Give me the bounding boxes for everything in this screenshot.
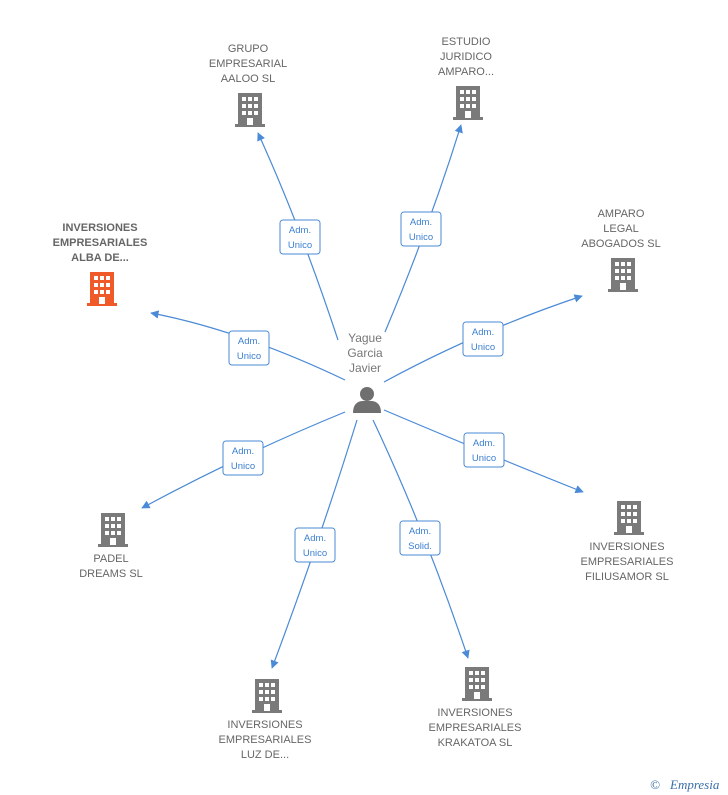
- edge-label-box: [222, 440, 264, 476]
- edge-label-grupo-empresarial-aaloo[interactable]: Adm. Unico: [279, 219, 321, 255]
- building-icon: [87, 272, 117, 306]
- center-name-line-1: Yague: [348, 331, 382, 345]
- edge-label-inversiones-empresariales-krakatoa[interactable]: Adm. Solid.: [399, 520, 441, 556]
- edge-label-text: Unico: [231, 461, 255, 472]
- brand-logo: Empresia: [669, 777, 720, 792]
- edge-label-box: [279, 219, 321, 255]
- company-name-line: DREAMS SL: [79, 568, 143, 580]
- edge-label-text: Adm.: [289, 225, 311, 236]
- edge-label-text: Adm.: [472, 327, 494, 338]
- company-node-inversiones-empresariales-krakatoa[interactable]: INVERSIONES EMPRESARIALES KRAKATOA SL: [429, 667, 522, 749]
- company-name-line: EMPRESARIALES: [53, 237, 148, 249]
- edge-label-text: Unico: [303, 548, 327, 559]
- edge-label-box: [463, 432, 505, 468]
- company-node-grupo-empresarial-aaloo[interactable]: GRUPO EMPRESARIAL AALOO SL: [209, 43, 287, 127]
- edge-label-inversiones-empresariales-alba[interactable]: Adm. Unico: [228, 330, 270, 366]
- company-name-line: EMPRESARIALES: [429, 722, 522, 734]
- building-icon: [98, 513, 128, 547]
- person-icon: [353, 387, 381, 413]
- copyright-symbol: ©: [650, 777, 660, 792]
- company-name-line: INVERSIONES: [227, 719, 302, 731]
- building-icon: [453, 86, 483, 120]
- edge-label-text: Adm.: [232, 446, 254, 457]
- edge-label-text: Unico: [409, 232, 433, 243]
- edge-label-text: Adm.: [410, 217, 432, 228]
- company-name-line: EMPRESARIALES: [219, 734, 312, 746]
- company-node-inversiones-empresariales-filiusamor[interactable]: INVERSIONES EMPRESARIALES FILIUSAMOR SL: [581, 501, 674, 583]
- edge-label-box: [462, 321, 504, 357]
- company-node-amparo-legal-abogados[interactable]: AMPARO LEGAL ABOGADOS SL: [581, 208, 661, 292]
- company-name-line: ABOGADOS SL: [581, 238, 660, 250]
- company-name-line: EMPRESARIAL: [209, 58, 287, 70]
- watermark: © Empresia: [650, 777, 720, 792]
- edge-label-box: [228, 330, 270, 366]
- edge-label-padel-dreams[interactable]: Adm. Unico: [222, 440, 264, 476]
- company-name-line: AMPARO...: [438, 66, 494, 78]
- company-name-line: INVERSIONES: [589, 541, 664, 553]
- edge-label-box: [294, 527, 336, 563]
- company-node-inversiones-empresariales-luz[interactable]: INVERSIONES EMPRESARIALES LUZ DE...: [219, 679, 312, 761]
- company-name-line: LUZ DE...: [241, 749, 289, 761]
- building-icon: [614, 501, 644, 535]
- edge-label-text: Adm.: [238, 336, 260, 347]
- company-name-line: LEGAL: [603, 223, 638, 235]
- company-name-line: KRAKATOA SL: [438, 737, 513, 749]
- edge-label-box: [399, 520, 441, 556]
- company-name-line: GRUPO: [228, 43, 269, 55]
- company-name-line: INVERSIONES: [62, 222, 137, 234]
- company-name-line: INVERSIONES: [437, 707, 512, 719]
- company-node-inversiones-empresariales-alba[interactable]: INVERSIONES EMPRESARIALES ALBA DE...: [53, 222, 148, 306]
- company-name-line: AMPARO: [598, 208, 645, 220]
- company-name-line: PADEL: [93, 553, 128, 565]
- edge-label-inversiones-empresariales-luz[interactable]: Adm. Unico: [294, 527, 336, 563]
- center-name-line-3: Javier: [349, 361, 381, 375]
- company-name-line: FILIUSAMOR SL: [585, 571, 669, 583]
- edge-label-text: Unico: [472, 453, 496, 464]
- edge-label-box: [400, 211, 442, 247]
- center-name-line-2: Garcia: [347, 346, 383, 360]
- edge-label-estudio-juridico-amparo[interactable]: Adm. Unico: [400, 211, 442, 247]
- company-name-line: ALBA DE...: [71, 252, 129, 264]
- company-name-line: JURIDICO: [440, 51, 492, 63]
- edge-label-text: Unico: [471, 342, 495, 353]
- company-node-padel-dreams[interactable]: PADEL DREAMS SL: [79, 513, 143, 580]
- edge-label-text: Adm.: [304, 533, 326, 544]
- edge-label-text: Solid.: [408, 541, 432, 552]
- building-icon: [608, 258, 638, 292]
- building-icon: [235, 93, 265, 127]
- edge-label-text: Adm.: [473, 438, 495, 449]
- company-node-estudio-juridico-amparo[interactable]: ESTUDIO JURIDICO AMPARO...: [438, 36, 494, 120]
- building-icon: [462, 667, 492, 701]
- company-name-line: EMPRESARIALES: [581, 556, 674, 568]
- edge-label-inversiones-empresariales-filiusamor[interactable]: Adm. Unico: [463, 432, 505, 468]
- company-name-line: AALOO SL: [221, 73, 275, 85]
- center-person[interactable]: Yague Garcia Javier: [347, 331, 383, 413]
- edge-label-text: Unico: [237, 351, 261, 362]
- edge-label-text: Adm.: [409, 526, 431, 537]
- nodes-layer: GRUPO EMPRESARIAL AALOO SL ESTUDIO JURIDICO A…: [53, 36, 674, 761]
- company-name-line: ESTUDIO: [442, 36, 491, 48]
- building-icon: [252, 679, 282, 713]
- edge-labels-layer: Adm.UnicoAdm.UnicoAdm.UnicoAdm.UnicoAdm.…: [222, 211, 505, 563]
- edge-label-amparo-legal-abogados[interactable]: Adm. Unico: [462, 321, 504, 357]
- edge-label-text: Unico: [288, 240, 312, 251]
